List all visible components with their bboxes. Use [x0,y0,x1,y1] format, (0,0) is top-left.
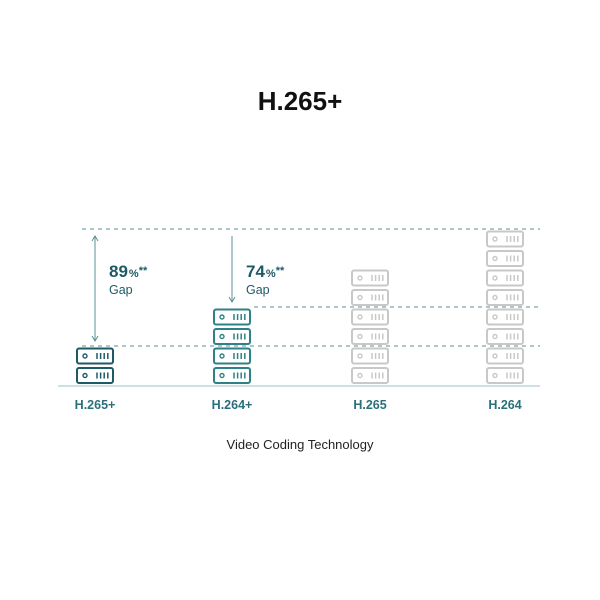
arrow-head-down [91,335,99,342]
server-rack-icon [486,367,524,384]
server-rack-icon [351,308,389,326]
tick-label-h-264: H.264+ [212,398,253,412]
tick-label-h-264: H.264 [488,398,521,412]
server-rack-icon [351,328,389,345]
server-rack-icon [213,308,251,326]
page-title: H.265+ [257,86,343,116]
server-rack-icon [351,289,389,306]
server-rack-icon [76,347,114,365]
arrow-head-down [228,296,236,303]
server-rack-icon [486,347,524,365]
stack-h-264 [213,308,251,384]
server-rack-icon [213,367,251,384]
gap-annotations: 89%** Gap 74%** Gap [91,235,285,342]
gap-label: Gap [246,283,270,297]
stack-h-265 [351,269,389,384]
stack-h-265 [76,347,114,384]
server-rack-icon [486,328,524,345]
server-rack-icon [486,308,524,326]
server-rack-icon [486,250,524,267]
gap-label: Gap [109,283,133,297]
gap-value: 74%** [246,262,285,281]
server-rack-icon [351,269,389,287]
server-rack-icon [351,347,389,365]
server-rack-icon [486,269,524,287]
gap-annotation-h-264: 74%** Gap [228,236,285,303]
server-rack-icon [351,367,389,384]
server-rack-icon [486,289,524,306]
tick-label-h-265: H.265+ [75,398,116,412]
server-rack-icon [213,328,251,345]
server-stacks [76,230,524,384]
gap-value: 89%** [109,262,148,281]
server-rack-icon [76,367,114,384]
tick-label-h-265: H.265 [353,398,386,412]
stack-h-264 [486,230,524,384]
server-rack-icon [213,347,251,365]
gap-annotation-h-265: 89%** Gap [91,235,148,342]
x-axis-label: Video Coding Technology [226,437,374,452]
category-labels: H.265+ H.264+ H.265 H.264 [75,398,522,412]
reference-lines [58,228,540,387]
arrow-head-up [91,235,99,242]
server-rack-icon [486,230,524,248]
